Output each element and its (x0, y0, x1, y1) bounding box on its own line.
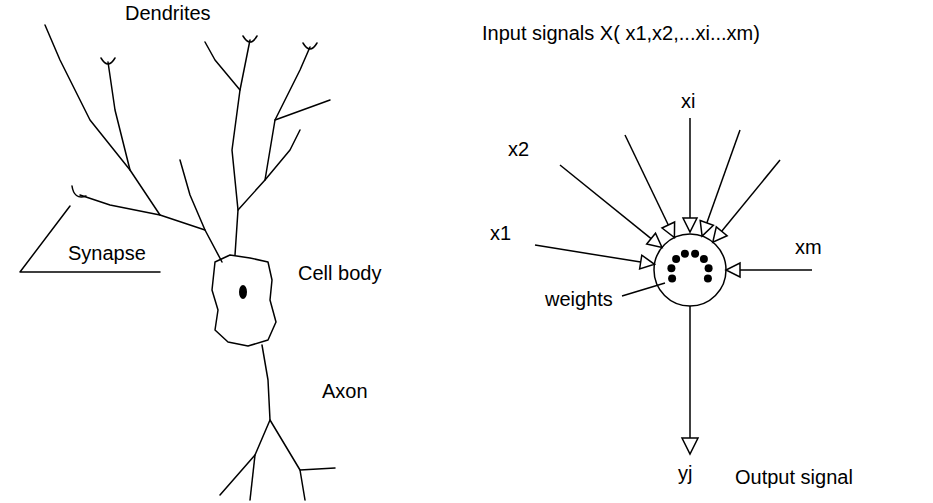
biological-neuron (20, 25, 335, 500)
dendrite (265, 130, 300, 180)
weight-dot (691, 250, 699, 258)
synapse-cup (303, 43, 317, 49)
synapse-cup (243, 36, 257, 42)
dendrite (108, 62, 160, 215)
weight-dots (667, 250, 712, 283)
input-arrow (689, 118, 691, 218)
input-arrow (740, 269, 812, 271)
signal-name: xi (681, 90, 695, 113)
input-arrow (535, 245, 641, 262)
signal-name: xm (795, 236, 822, 259)
input-arrow (722, 160, 780, 231)
part-name: Axon (322, 380, 368, 403)
part-name: Dendrites (125, 2, 211, 25)
cell-body-outline (212, 255, 276, 346)
arrow-head (682, 438, 698, 454)
axon-branch (270, 420, 305, 500)
signal-name: x1 (490, 222, 511, 245)
weight-dot (672, 255, 680, 263)
signal-caption: Input signals X( x1,x2,...xi...xm) (482, 22, 760, 45)
arrow-head (713, 227, 727, 242)
arrow-head (726, 263, 740, 277)
weight-dot (668, 275, 676, 283)
synapse-cup (72, 186, 86, 197)
arrow-head (662, 222, 675, 238)
arrow-head (640, 255, 655, 269)
dendrite (232, 40, 250, 255)
arrow-head (647, 233, 662, 247)
input-arrow (560, 165, 651, 239)
weights-leader (622, 283, 665, 296)
axon (220, 345, 270, 495)
synapse-cup (101, 58, 115, 64)
arrow-head (700, 221, 713, 237)
axon-branch (300, 468, 335, 470)
signal-caption: Output signal (735, 466, 853, 489)
artificial-neuron (535, 118, 812, 454)
weight-dot (700, 255, 708, 263)
weight-dot (704, 275, 712, 283)
synapse-leader (20, 206, 160, 272)
weight-dot (705, 264, 713, 272)
neuron-circle (654, 234, 726, 306)
part-name: Synapse (68, 242, 146, 265)
signal-name: x2 (508, 138, 529, 161)
dendrite (180, 160, 205, 230)
axon-branch (250, 455, 255, 500)
signal-name: yj (678, 462, 692, 485)
weight-dot (681, 250, 689, 258)
nucleus (239, 285, 247, 299)
input-arrow (707, 130, 740, 223)
part-name: weights (545, 288, 613, 311)
output-arrow (689, 306, 691, 438)
input-arrow (625, 135, 668, 225)
dendrite (45, 25, 130, 170)
weight-dot (667, 264, 675, 272)
arrow-head (683, 218, 697, 232)
part-name: Cell body (298, 262, 381, 285)
dendrite (275, 100, 330, 120)
dendrite (205, 42, 240, 90)
dendrite (238, 47, 310, 210)
